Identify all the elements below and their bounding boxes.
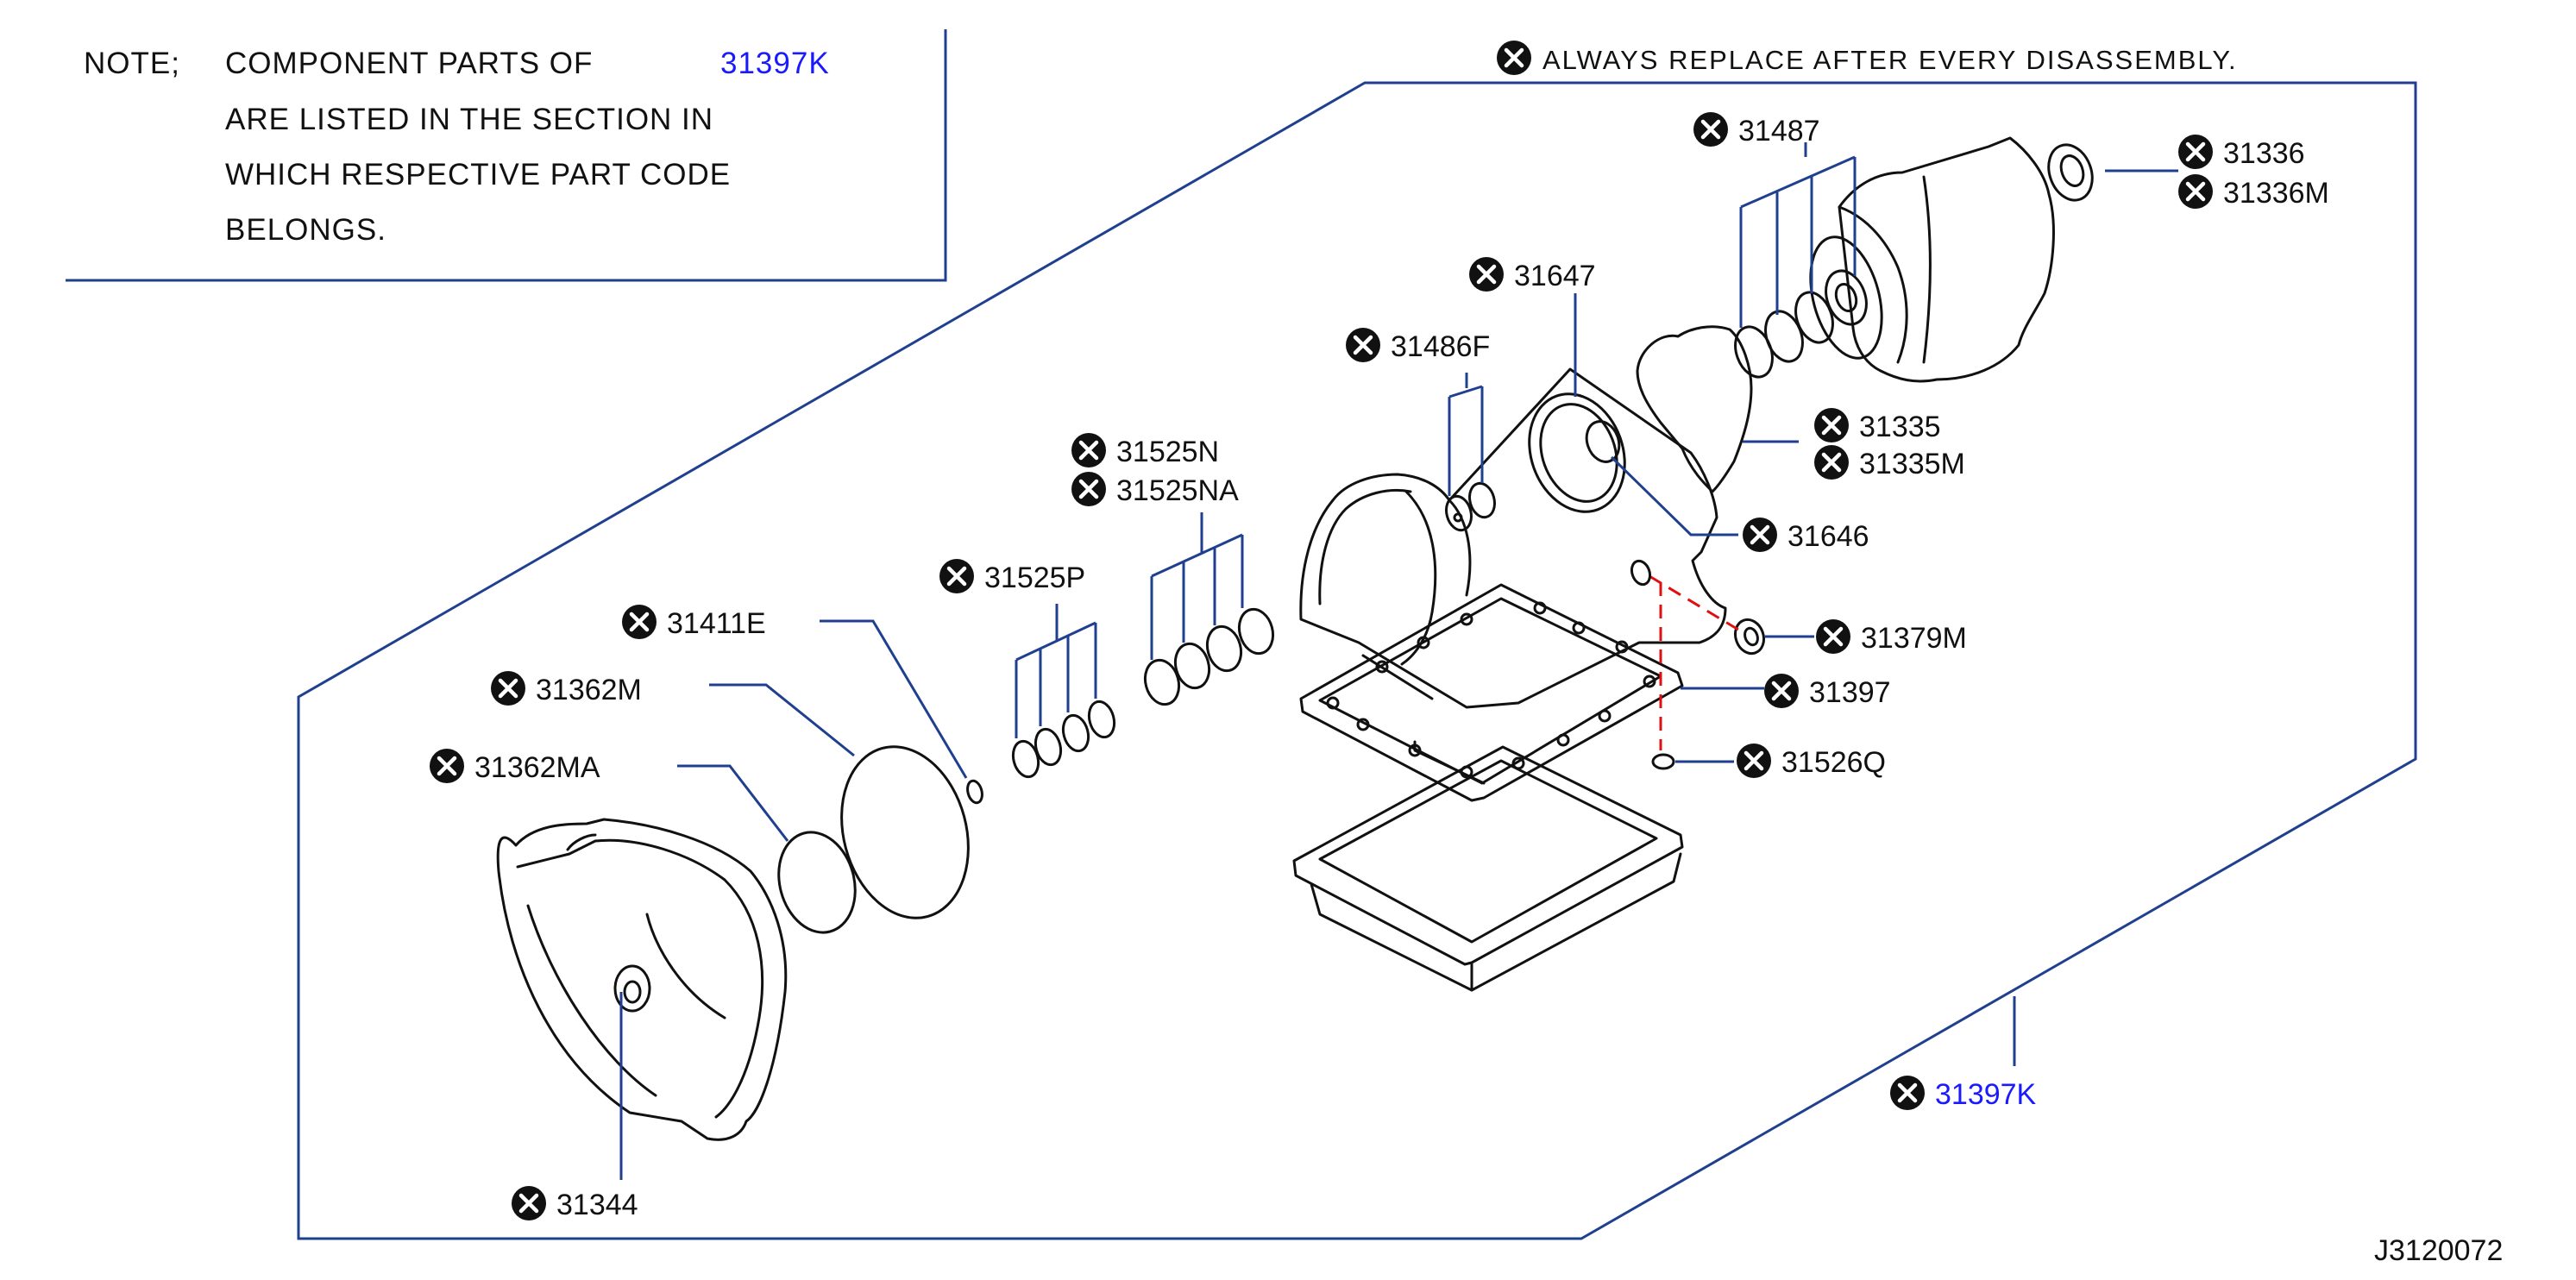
circled-x-icon <box>1469 257 1504 292</box>
circled-x-icon <box>2178 174 2213 209</box>
circled-x-icon <box>491 671 525 706</box>
seal-31336-art <box>2047 143 2094 202</box>
note-line-3: WHICH RESPECTIVE PART CODE <box>225 158 732 191</box>
part-label-31379m[interactable]: 31379M <box>1861 622 1967 655</box>
part-label-31411e[interactable]: 31411E <box>667 607 766 640</box>
leader-31487 <box>1739 142 1857 328</box>
circled-x-icon <box>1071 472 1106 506</box>
note-ref-link[interactable]: 31397K <box>720 47 830 80</box>
leader-31525p <box>1015 604 1097 738</box>
kit-outline-border <box>297 81 2417 1240</box>
part-label-31397k[interactable]: 31397K <box>1935 1078 2037 1111</box>
leader-31411e <box>820 619 968 779</box>
ring-31486f-a-art <box>1445 494 1473 532</box>
note-line-4: BELONGS. <box>225 213 386 247</box>
part-label-31344[interactable]: 31344 <box>556 1189 638 1221</box>
part-label-31335[interactable]: 31335 <box>1859 411 1941 443</box>
circled-x-icon <box>1764 674 1799 708</box>
seal-31647-art <box>1528 392 1626 513</box>
oring-31411e-art <box>966 779 983 805</box>
note-box-border <box>66 29 947 282</box>
oring-31362ma-art <box>777 831 857 934</box>
oring-31362m-art <box>840 745 970 919</box>
oring-31526q-art <box>1651 753 1675 770</box>
part-label-31397[interactable]: 31397 <box>1809 676 1891 709</box>
leader-31486f <box>1448 373 1484 496</box>
circled-x-icon <box>1071 433 1106 467</box>
transmission-case-art <box>1299 367 1727 709</box>
part-label-31336m[interactable]: 31336M <box>2223 177 2329 210</box>
circled-x-icon <box>1890 1076 1925 1110</box>
part-label-31525n[interactable]: 31525N <box>1116 436 1219 468</box>
circled-x-icon <box>1814 445 1849 480</box>
seal-31379m-art <box>1733 618 1766 656</box>
note-line-2: ARE LISTED IN THE SECTION IN <box>225 103 714 136</box>
part-label-31362m[interactable]: 31362M <box>536 674 642 706</box>
circled-x-icon <box>1497 41 1531 75</box>
part-label-31487[interactable]: 31487 <box>1738 115 1820 147</box>
circled-x-icon <box>1346 328 1380 362</box>
circled-x-icon <box>939 559 974 593</box>
circled-x-icon <box>1814 408 1849 442</box>
part-label-31486f[interactable]: 31486F <box>1391 330 1490 363</box>
ring-set-31525p-art <box>1011 700 1116 779</box>
extension-housing-art <box>1809 136 2055 383</box>
part-label-31647[interactable]: 31647 <box>1514 260 1596 292</box>
note-prefix: NOTE; <box>84 47 180 80</box>
circled-x-icon <box>430 749 464 783</box>
leader-31525n <box>1150 512 1244 660</box>
circled-x-icon <box>1737 744 1771 778</box>
note-line-1: COMPONENT PARTS OF <box>225 47 594 80</box>
part-label-31335m[interactable]: 31335M <box>1859 448 1965 480</box>
ring-31486f-b-art <box>1468 481 1496 519</box>
circled-x-icon <box>622 605 657 639</box>
converter-housing-art <box>496 818 788 1141</box>
part-label-31646[interactable]: 31646 <box>1787 520 1869 553</box>
gasket-31335-art <box>1636 325 1753 493</box>
leader-31362m <box>709 683 855 757</box>
ring-set-31487-art <box>1734 269 1868 379</box>
leader-31646 <box>1610 455 1738 536</box>
circled-x-icon <box>512 1186 546 1220</box>
warning-text: ALWAYS REPLACE AFTER EVERY DISASSEMBLY. <box>1542 45 2238 75</box>
circled-x-icon <box>2178 135 2213 169</box>
ring-set-31525n-art <box>1143 607 1275 706</box>
case-port-art <box>1630 559 1652 587</box>
oil-pan-gasket-31397-art <box>1299 583 1684 802</box>
diagram-code: J3120072 <box>2374 1234 2503 1267</box>
circled-x-icon <box>1743 518 1777 552</box>
circled-x-icon <box>1693 112 1728 147</box>
leader-31362ma <box>677 764 789 842</box>
part-label-31362ma[interactable]: 31362MA <box>474 751 600 784</box>
part-label-31525p[interactable]: 31525P <box>984 562 1085 594</box>
circled-x-icon <box>1816 619 1850 654</box>
oil-pan-art <box>1292 745 1684 992</box>
part-label-31336[interactable]: 31336 <box>2223 137 2305 170</box>
part-label-31526q[interactable]: 31526Q <box>1781 746 1886 779</box>
assembly-dashed-line-a <box>1649 574 1739 631</box>
part-label-31525na[interactable]: 31525NA <box>1116 474 1239 507</box>
